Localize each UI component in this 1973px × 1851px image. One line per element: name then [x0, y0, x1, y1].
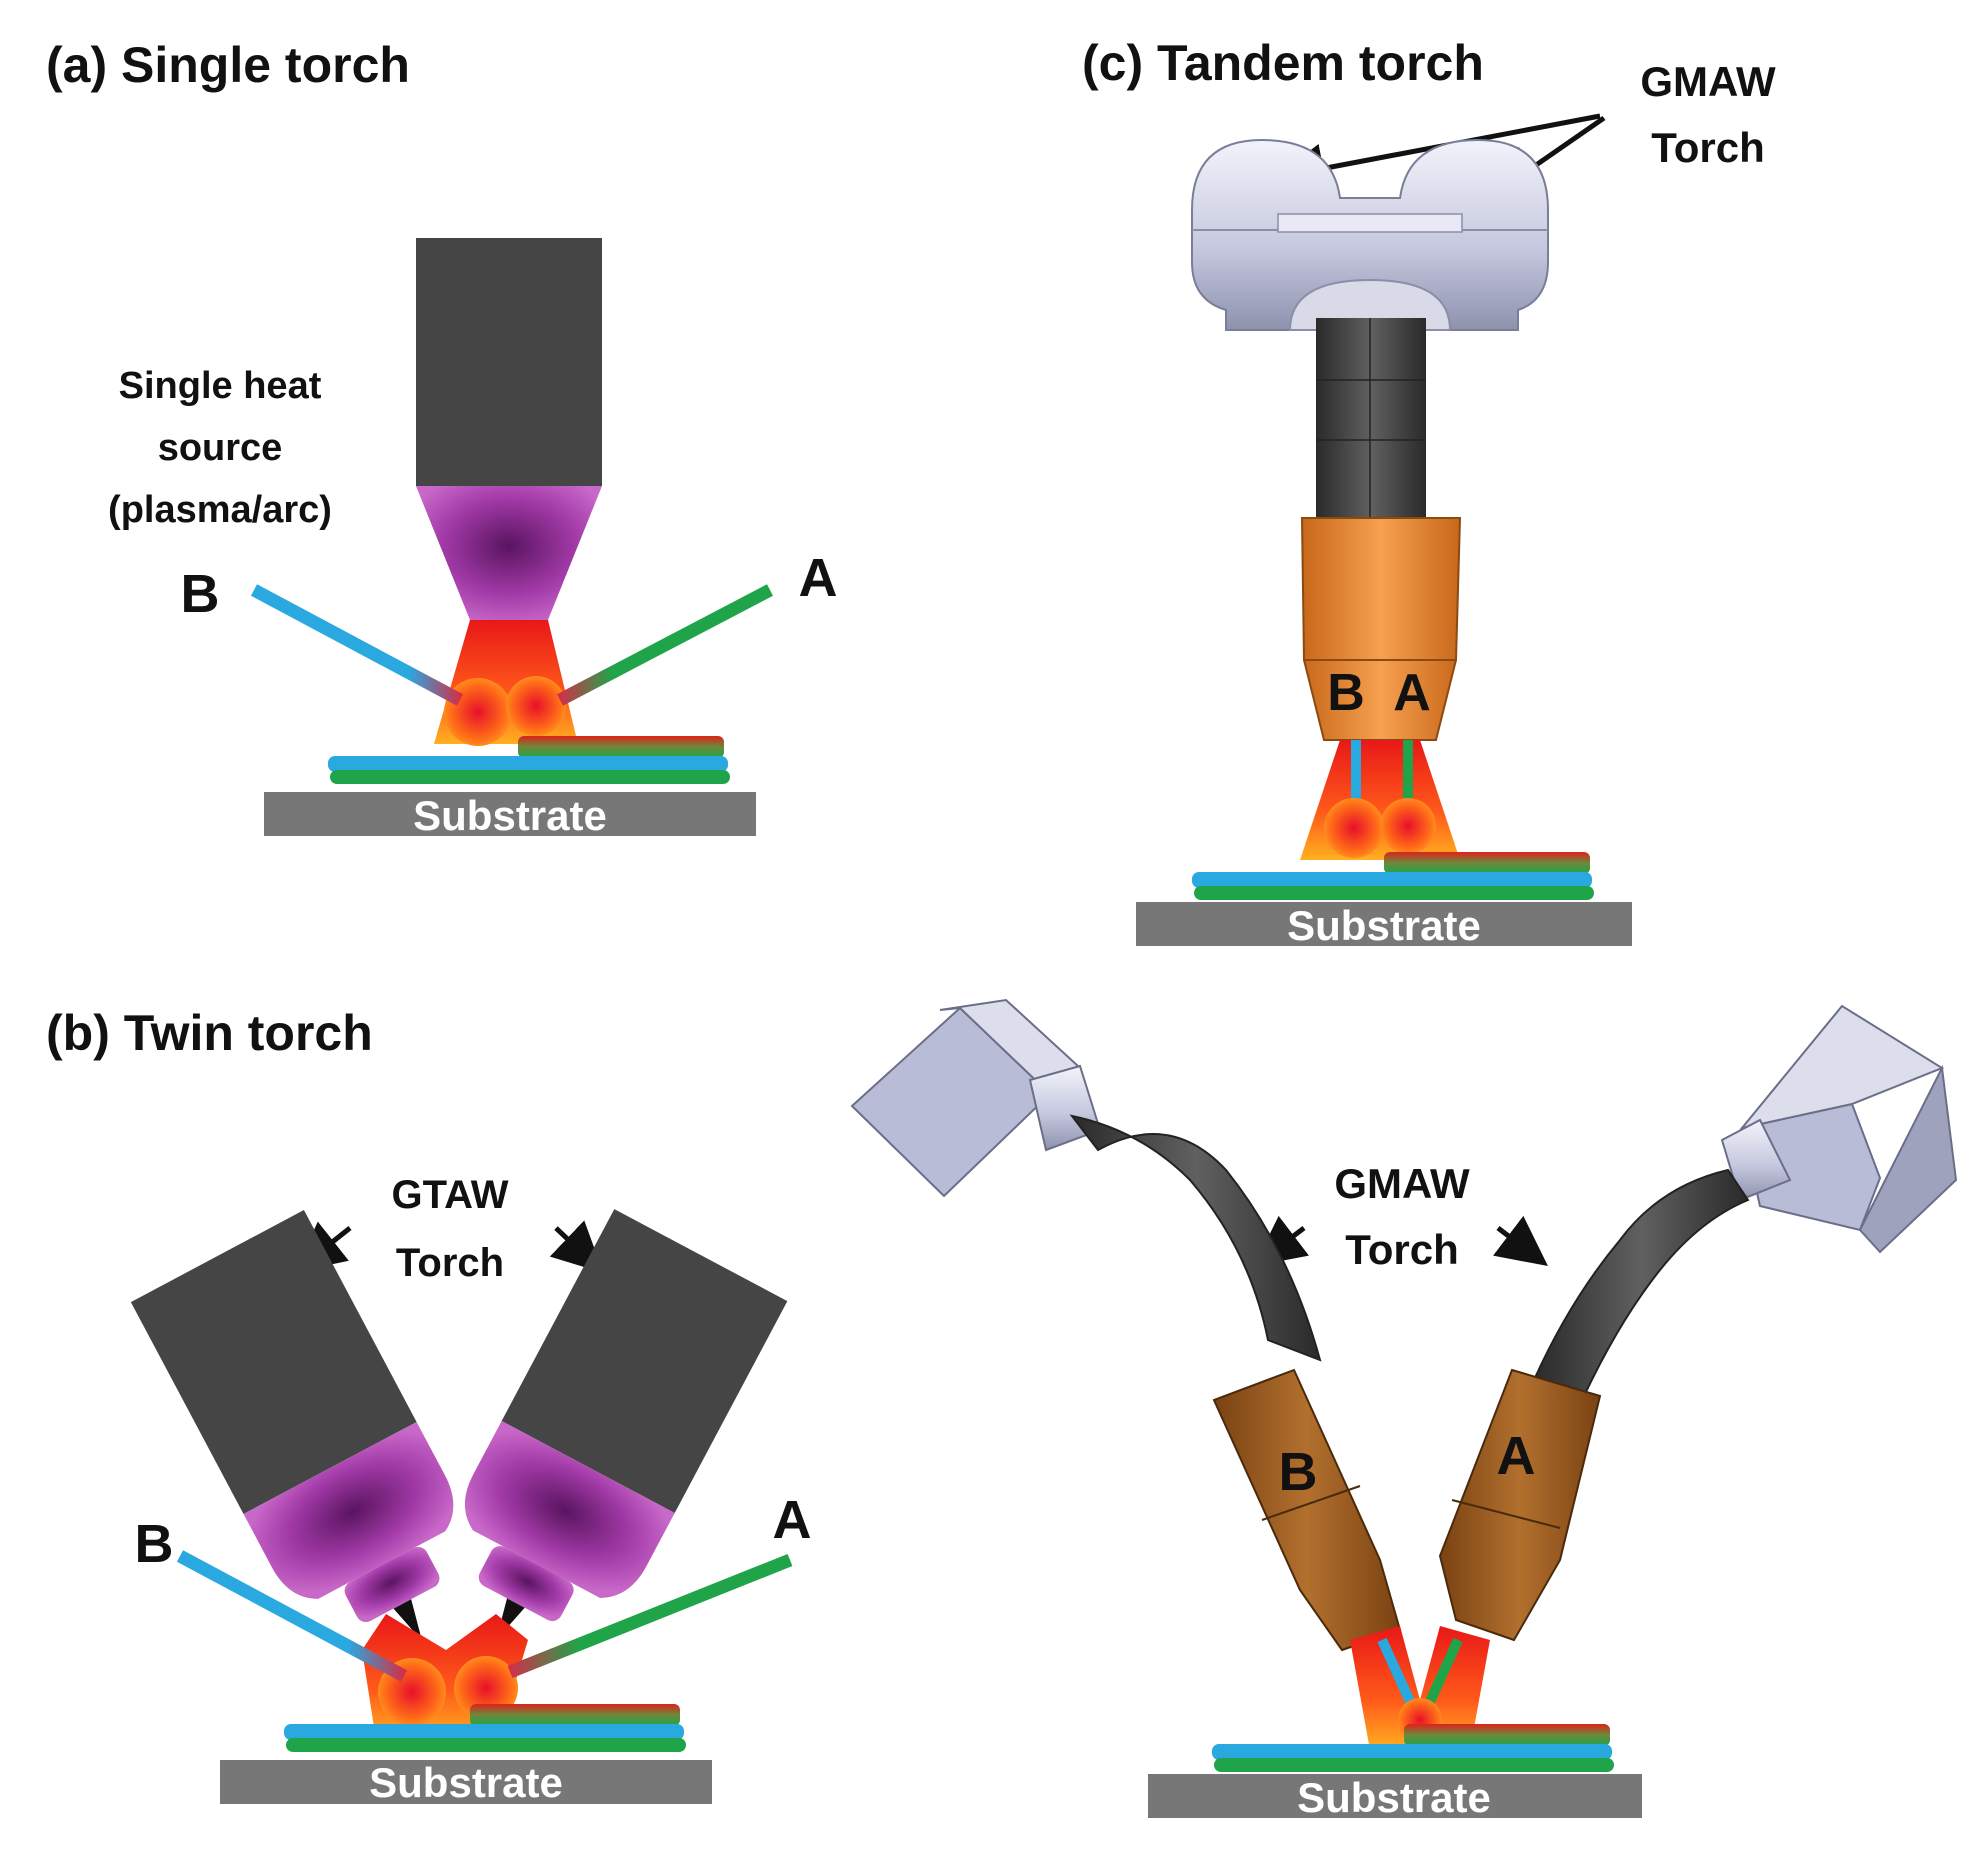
gtaw-left-body — [130, 1210, 417, 1514]
substrate-a — [264, 792, 756, 836]
gtaw-left-cup — [243, 1421, 454, 1599]
gmaw-left-nozzle-seam — [1261, 1485, 1361, 1521]
panel-a-single-torch: (a) Single torch Single heat source (pla… — [46, 37, 838, 839]
twin-gmaw-bead-blue — [1212, 1744, 1612, 1760]
twin-bead-top — [470, 1704, 680, 1726]
substrate-c-label: Substrate — [1287, 902, 1481, 949]
gtaw-torch-right — [464, 1209, 788, 1641]
twin-gmaw-bead-green — [1214, 1758, 1614, 1772]
gtaw-torch-left — [130, 1210, 454, 1642]
substrate-c — [1136, 902, 1632, 946]
gmaw-right-block-side — [1858, 1064, 1958, 1254]
twin-gmaw-nozzle-b-label: B — [1279, 1442, 1318, 1502]
twin-gmaw-label-line2: Torch — [1345, 1226, 1459, 1273]
wire-a — [556, 584, 774, 706]
heat-source-label-line1: Single heat — [119, 365, 322, 407]
heat-source-label-line3: (plasma/arc) — [108, 489, 332, 531]
twin-wire-b-label: B — [135, 1514, 174, 1574]
substrate-d-label: Substrate — [1297, 1774, 1491, 1821]
twin-wire-a-label: A — [773, 1490, 812, 1550]
gmaw-left-hose — [1069, 1114, 1322, 1362]
tandem-copper-nozzle — [1300, 517, 1462, 741]
tandem-melt-pool-b — [1324, 798, 1384, 858]
substrate-a-label: Substrate — [413, 792, 607, 839]
twin-wire-b — [176, 1550, 408, 1682]
wire-b — [250, 584, 464, 706]
twin-gmaw-nozzle-a-label: A — [1497, 1426, 1536, 1486]
panel-a-title: (a) Single torch — [46, 37, 410, 93]
gmaw-right-hose — [1532, 1168, 1750, 1398]
substrate-d — [1148, 1774, 1642, 1818]
tandem-gmaw-label-line1: GMAW — [1640, 58, 1776, 105]
gtaw-right-cup — [464, 1421, 675, 1598]
tandem-head-collar — [1288, 278, 1452, 331]
gmaw-left-mount — [850, 998, 1102, 1198]
substrate-b-label: Substrate — [369, 1759, 563, 1806]
single-torch-body — [416, 238, 602, 486]
twin-gmaw-wire-a — [1423, 1637, 1463, 1709]
tandem-head-slot — [1277, 213, 1463, 233]
gmaw-left-nozzle — [1212, 1368, 1402, 1652]
heat-source-label-line2: source — [158, 427, 283, 469]
melt-pool-a — [506, 676, 566, 736]
panel-b-twin-torch: (b) Twin torch GTAW Torch B A — [46, 1005, 812, 1806]
twin-gmaw-label-line1: GMAW — [1334, 1160, 1470, 1207]
tandem-hose — [1316, 318, 1426, 528]
gtaw-label-line1: GTAW — [391, 1173, 508, 1217]
wire-a-label: A — [799, 548, 838, 608]
tandem-bead-blue — [1192, 872, 1592, 888]
twin-gmaw-arrow-right — [1493, 1215, 1548, 1267]
tandem-bead-top — [1384, 852, 1590, 874]
single-plasma-nozzle — [416, 486, 602, 620]
twin-bead-blue — [284, 1724, 684, 1740]
melt-pool-b — [444, 678, 512, 746]
gtaw-right-body — [501, 1209, 788, 1514]
gtaw-left-collet — [344, 1547, 440, 1623]
gmaw-right-mount — [1720, 1004, 1958, 1254]
twin-gmaw-bead-top — [1404, 1724, 1610, 1746]
panel-d-twin-gmaw: GMAW Torch B A — [850, 998, 1958, 1821]
twin-bead-green — [286, 1738, 686, 1752]
tandem-melt-pool-a — [1380, 798, 1436, 854]
deposit-bead-top — [518, 736, 724, 758]
wire-b-label: B — [181, 564, 220, 624]
gtaw-label-line2: Torch — [396, 1241, 504, 1285]
deposit-bead-green — [330, 770, 730, 784]
panel-b-title: (b) Twin torch — [46, 1005, 373, 1061]
gtaw-left-electrode — [393, 1599, 423, 1642]
twin-wire-a — [507, 1553, 793, 1679]
tandem-bead-green — [1194, 886, 1594, 900]
substrate-b — [220, 1760, 712, 1804]
gmaw-right-nozzle-seam — [1451, 1499, 1561, 1529]
panel-c-title: (c) Tandem torch — [1082, 35, 1484, 91]
gtaw-right-collet — [478, 1546, 574, 1622]
gmaw-right-nozzle — [1438, 1368, 1602, 1642]
twin-gmaw-wire-b — [1377, 1637, 1417, 1709]
panel-c-tandem-torch: (c) Tandem torch GMAW Torch B A Substrat… — [1082, 35, 1776, 949]
tandem-nozzle-a-label: A — [1393, 664, 1431, 722]
tandem-gmaw-label-line2: Torch — [1651, 124, 1765, 171]
deposit-bead-blue — [328, 756, 728, 772]
tandem-nozzle-b-label: B — [1327, 664, 1365, 722]
